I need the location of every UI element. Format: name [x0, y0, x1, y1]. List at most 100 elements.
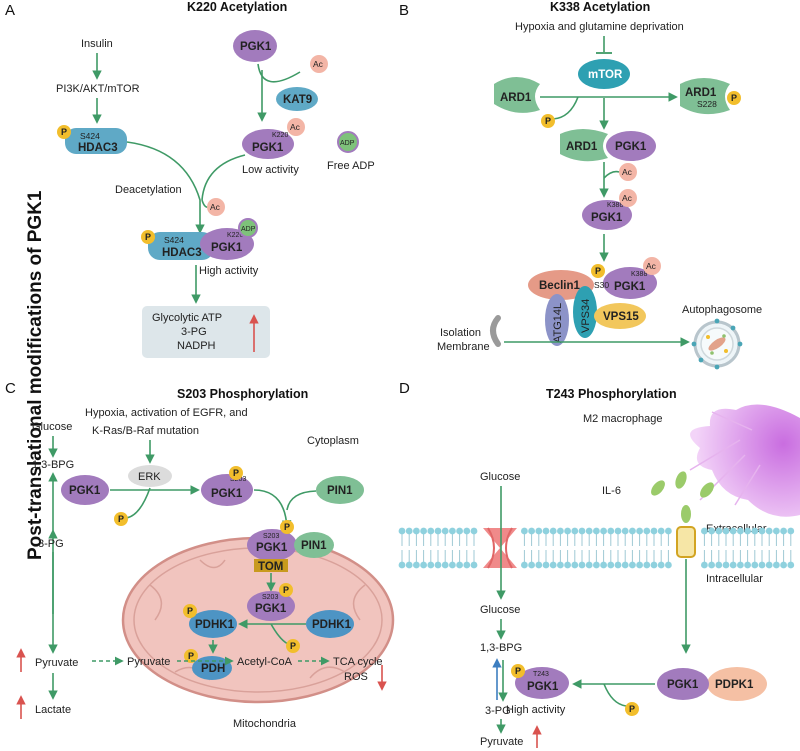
lipid-head [765, 527, 773, 535]
pgk1-label: PGK1 [211, 488, 243, 500]
lipid-head [643, 527, 651, 535]
pdh-protein [192, 656, 232, 680]
kat9-label: KAT9 [283, 94, 312, 106]
lipid-head [787, 527, 795, 535]
lipid-head [758, 561, 766, 569]
arrow-pin1-join [286, 490, 317, 511]
phospho-badge [114, 512, 128, 526]
arrow-p-join [603, 683, 627, 707]
p-label: P [233, 468, 239, 478]
arrow-ac-add [603, 170, 620, 179]
pdhk1-label: PDHK1 [195, 619, 235, 631]
lipid-head [621, 561, 629, 569]
lipid-head [600, 561, 607, 569]
lipid-head [585, 527, 593, 535]
arrow-hdac3-down [126, 141, 205, 234]
p-label: P [284, 522, 290, 532]
pgk1-label: PGK1 [615, 141, 647, 153]
il6-receptor [676, 526, 696, 558]
lipid-head [549, 561, 557, 569]
panel-d-letter: D [399, 380, 410, 397]
panel-c-title: S203 Phosphorylation [177, 387, 308, 401]
lipid-head [557, 561, 564, 569]
phospho-badge [591, 264, 605, 278]
deacetylation-label: Deacetylation [115, 184, 182, 196]
lipid-head [398, 527, 406, 535]
phospho-badge [511, 664, 525, 678]
phospho-badge [184, 649, 198, 663]
ac-label: Ac [210, 202, 221, 212]
lipid-head [729, 527, 737, 535]
glucose-in-label: Glucose [480, 604, 520, 616]
lipid-head [593, 527, 600, 535]
lipid-head [665, 561, 672, 569]
il6-label: IL-6 [602, 485, 621, 497]
pyruvate-label: Pyruvate [35, 657, 78, 669]
3pg-label: 3-PG [485, 705, 511, 717]
autophagosome-icon [691, 318, 743, 370]
ac-label: Ac [646, 261, 657, 271]
ard1-label: ARD1 [685, 87, 717, 99]
lipid-head [521, 561, 528, 569]
lipid-head [715, 527, 723, 535]
lipid-head [413, 527, 420, 535]
lipid-head [650, 561, 658, 569]
pdpk1-label: PDPK1 [715, 679, 754, 691]
lipid-head [535, 527, 543, 535]
products-box [142, 306, 270, 358]
phospho-badge [286, 639, 300, 653]
panel-b: B K338 Acetylation Hypoxia and glutamine… [399, 0, 762, 370]
lipid-head [600, 527, 607, 535]
ard1-protein [560, 129, 608, 162]
lipid-head [758, 527, 766, 535]
lipid-head [643, 561, 651, 569]
ard1-label: ARD1 [500, 92, 532, 104]
lipid-head [614, 527, 622, 535]
isolation-label: Isolation [440, 327, 481, 339]
pgk1-protein [603, 267, 657, 299]
lipid-head [657, 527, 665, 535]
lipid-head [427, 561, 435, 569]
kat9-protein [276, 87, 318, 111]
lipid-head [665, 527, 672, 535]
p-label: P [61, 127, 67, 137]
phospho-badge [279, 583, 293, 597]
ac-label: Ac [313, 59, 324, 69]
pi3k-label: PI3K/AKT/mTOR [56, 83, 140, 95]
pgk1-protein [233, 30, 277, 62]
il6-molecule [651, 480, 665, 496]
lipid-head [564, 561, 571, 569]
lipid-head [463, 527, 471, 535]
stress-label: Hypoxia and glutamine deprivation [515, 21, 684, 33]
pgk1-label: PGK1 [211, 242, 243, 254]
lipid-head [780, 561, 787, 569]
lipid-head [737, 561, 744, 569]
product-atp: Glycolytic ATP [152, 312, 222, 324]
lipid-head [420, 527, 427, 535]
lipid-head [722, 561, 730, 569]
pdhk1-protein [189, 610, 237, 638]
panel-b-title: K338 Acetylation [550, 0, 650, 14]
p-label: P [290, 641, 296, 651]
p-label: P [515, 666, 521, 676]
beclin1-label: Beclin1 [539, 280, 581, 292]
autophagosome-label: Autophagosome [682, 304, 762, 316]
free-adp-label: Free ADP [327, 160, 375, 172]
extracellular-label: Extracellular [706, 523, 767, 535]
macrophage-processes [689, 411, 761, 506]
panel-d: D T243 Phosphorylation M2 macrophage IL-… [398, 380, 800, 748]
glucose-transporter [483, 528, 517, 548]
lipid-head [722, 527, 730, 535]
lipid-head [715, 561, 723, 569]
glucose-transporter [483, 548, 517, 568]
phospho-badge [57, 125, 71, 139]
vps15-protein [594, 303, 646, 329]
lipid-head [657, 561, 665, 569]
vps15-label: VPS15 [603, 311, 639, 323]
p-label: P [145, 232, 151, 242]
lipid-head [456, 561, 463, 569]
lipid-head [549, 527, 557, 535]
lipid-head [578, 527, 586, 535]
hdac3-protein [148, 232, 214, 260]
lipid-head [405, 527, 413, 535]
